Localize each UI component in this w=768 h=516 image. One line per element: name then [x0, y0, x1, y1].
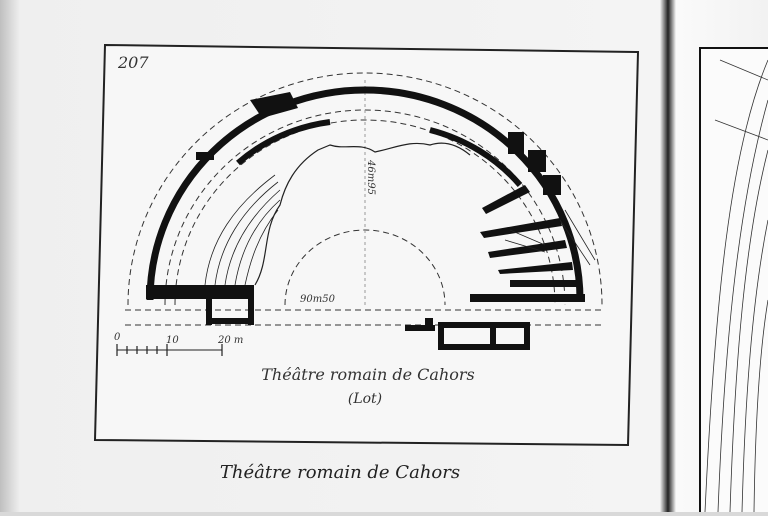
- seating-hatching: [204, 174, 596, 286]
- scale-label-10: 10: [166, 335, 179, 346]
- outer-wall-arc: [146, 86, 584, 301]
- masonry-blocks: [146, 92, 585, 350]
- scale-label-0: 0: [114, 332, 121, 343]
- diameter-label: 90m50: [300, 294, 336, 305]
- plate-caption: Théâtre romain de Cahors: [219, 462, 461, 483]
- adjacent-card-hatching: [704, 59, 768, 513]
- inner-wall-fragment: [236, 119, 331, 166]
- dashed-outline-arcs: [125, 72, 605, 326]
- drawing-title: Théâtre romain de Cahors: [261, 365, 475, 384]
- excavation-limit: [254, 142, 471, 286]
- scale-label-20: 20 m: [217, 335, 243, 346]
- drawing-subtitle: (Lot): [348, 391, 382, 407]
- scale-bar: 0 10 20 m: [114, 332, 243, 356]
- radius-label: 46m95: [365, 159, 376, 195]
- plate-number: 207: [117, 53, 149, 72]
- inner-wall-fragment: [429, 127, 523, 187]
